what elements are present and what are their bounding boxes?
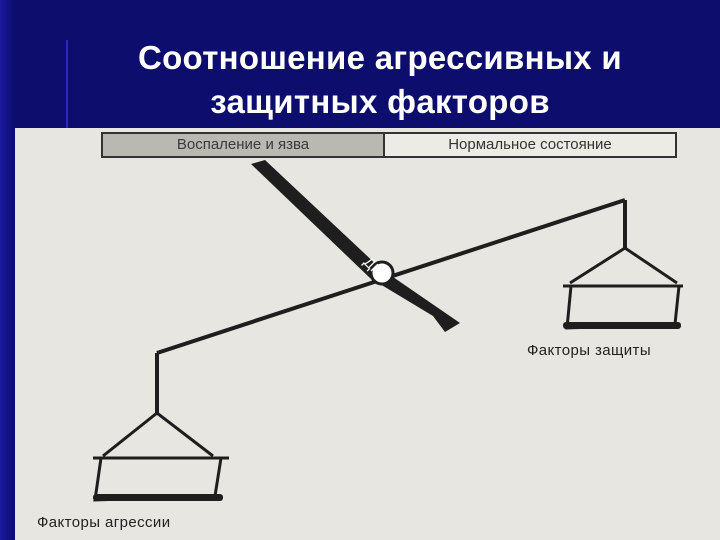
label-protection-factors: Факторы защиты	[527, 342, 652, 359]
slide-title-line-2: защитных факторов	[210, 83, 550, 120]
right-pan	[565, 284, 681, 330]
right-pan-strings	[569, 246, 678, 285]
slide-title-line-1: Соотношение агрессивных и	[137, 39, 623, 76]
state-inflammation-ulcer: Воспаление и язва	[103, 134, 385, 156]
left-pan	[93, 456, 223, 502]
balance-diagram: Воспаление и язва Нормальное состояние Д…	[15, 128, 720, 540]
slide-left-stripe	[0, 0, 14, 540]
label-aggression-factors: Факторы агрессии	[37, 514, 171, 531]
slide-title: Соотношение агрессивных и защитных факто…	[60, 36, 700, 124]
left-pan-base	[93, 494, 223, 501]
slide-accent-line	[66, 40, 68, 130]
balance-pivot	[369, 260, 395, 286]
right-pan-base	[563, 322, 681, 329]
state-scale-bar: Воспаление и язва Нормальное состояние	[101, 132, 677, 158]
balance-drawing: ДПК	[93, 160, 683, 502]
left-pan-strings	[102, 411, 214, 458]
state-normal: Нормальное состояние	[385, 134, 675, 156]
balance-pointer	[251, 160, 460, 332]
